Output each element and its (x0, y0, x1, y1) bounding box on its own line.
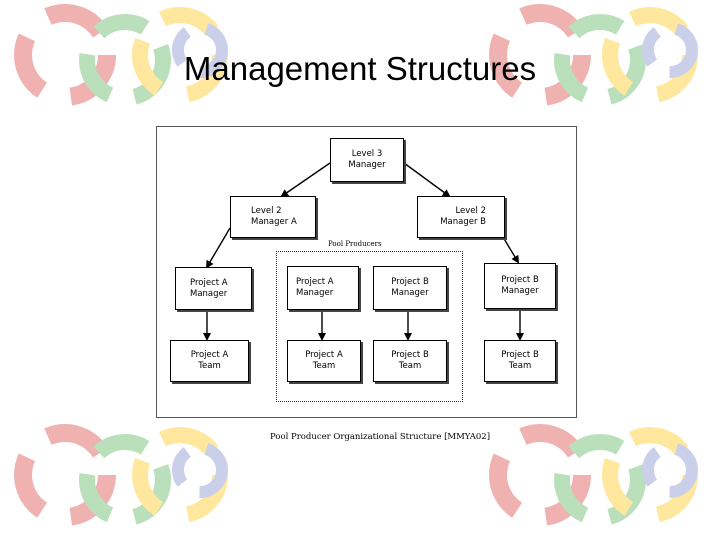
edge-level3-to-level2a (280, 162, 331, 198)
node-project-a-manager-left: Project A Manager (175, 267, 252, 310)
edge-level3-to-level2b (403, 162, 451, 198)
node-pb-team-right-line1: Project B (501, 350, 539, 360)
node-project-b-team-pool: Project B Team (373, 340, 447, 382)
slide-title: Management Structures (183, 50, 537, 87)
node-level2b-line1: Level 2 (455, 206, 486, 216)
node-pa-team-pool-line2: Team (312, 361, 336, 371)
node-pb-team-pool-line1: Project B (391, 350, 429, 360)
node-level2-manager-b: Level 2 Manager B (417, 196, 505, 238)
node-level2a-line1: Level 2 (251, 206, 282, 216)
node-level3-manager: Level 3 Manager (330, 138, 404, 182)
node-pa-mgr-left-line1: Project A (190, 277, 228, 288)
pool-producers-label: Pool Producers (328, 240, 382, 248)
background-logo-top (14, 4, 698, 106)
node-project-a-manager-pool: Project A Manager (287, 266, 359, 310)
pool-producers-group (276, 251, 463, 402)
edge-level2a-to-project-a-left (205, 227, 231, 269)
node-pa-mgr-pool-line2: Manager (296, 288, 334, 298)
node-pb-mgr-right-line2: Manager (501, 286, 539, 296)
node-level3-line2: Manager (348, 160, 386, 170)
node-pb-mgr-pool-line1: Project B (391, 277, 429, 287)
diagram-caption: Pool Producer Organizational Structure [… (269, 432, 491, 442)
node-project-b-manager-right: Project B Manager (484, 263, 556, 309)
node-project-b-manager-pool: Project B Manager (373, 266, 447, 310)
node-level2-manager-a: Level 2 Manager A (230, 196, 316, 238)
node-level3-line1: Level 3 (351, 149, 383, 159)
node-pa-team-pool-line1: Project A (305, 350, 343, 360)
node-pb-team-pool-line2: Team (398, 361, 422, 371)
node-level2b-line2: Manager B (440, 217, 486, 227)
node-pb-team-right-line2: Team (508, 361, 532, 371)
node-pa-team-left-line1: Project A (190, 350, 229, 360)
node-level2a-line2: Manager A (251, 217, 297, 227)
node-pa-team-left-line2: Team (198, 361, 221, 371)
node-pb-mgr-right-line1: Project B (501, 275, 539, 285)
node-pa-mgr-pool-line1: Project A (296, 277, 334, 287)
node-project-a-team-pool: Project A Team (287, 340, 361, 382)
node-pa-mgr-left-line2: Manager (190, 288, 228, 299)
background-logo-bottom (14, 424, 698, 526)
node-project-a-team-left: Project A Team (170, 340, 249, 382)
node-pb-mgr-pool-line2: Manager (391, 288, 429, 298)
node-project-b-team-right: Project B Team (484, 340, 556, 382)
